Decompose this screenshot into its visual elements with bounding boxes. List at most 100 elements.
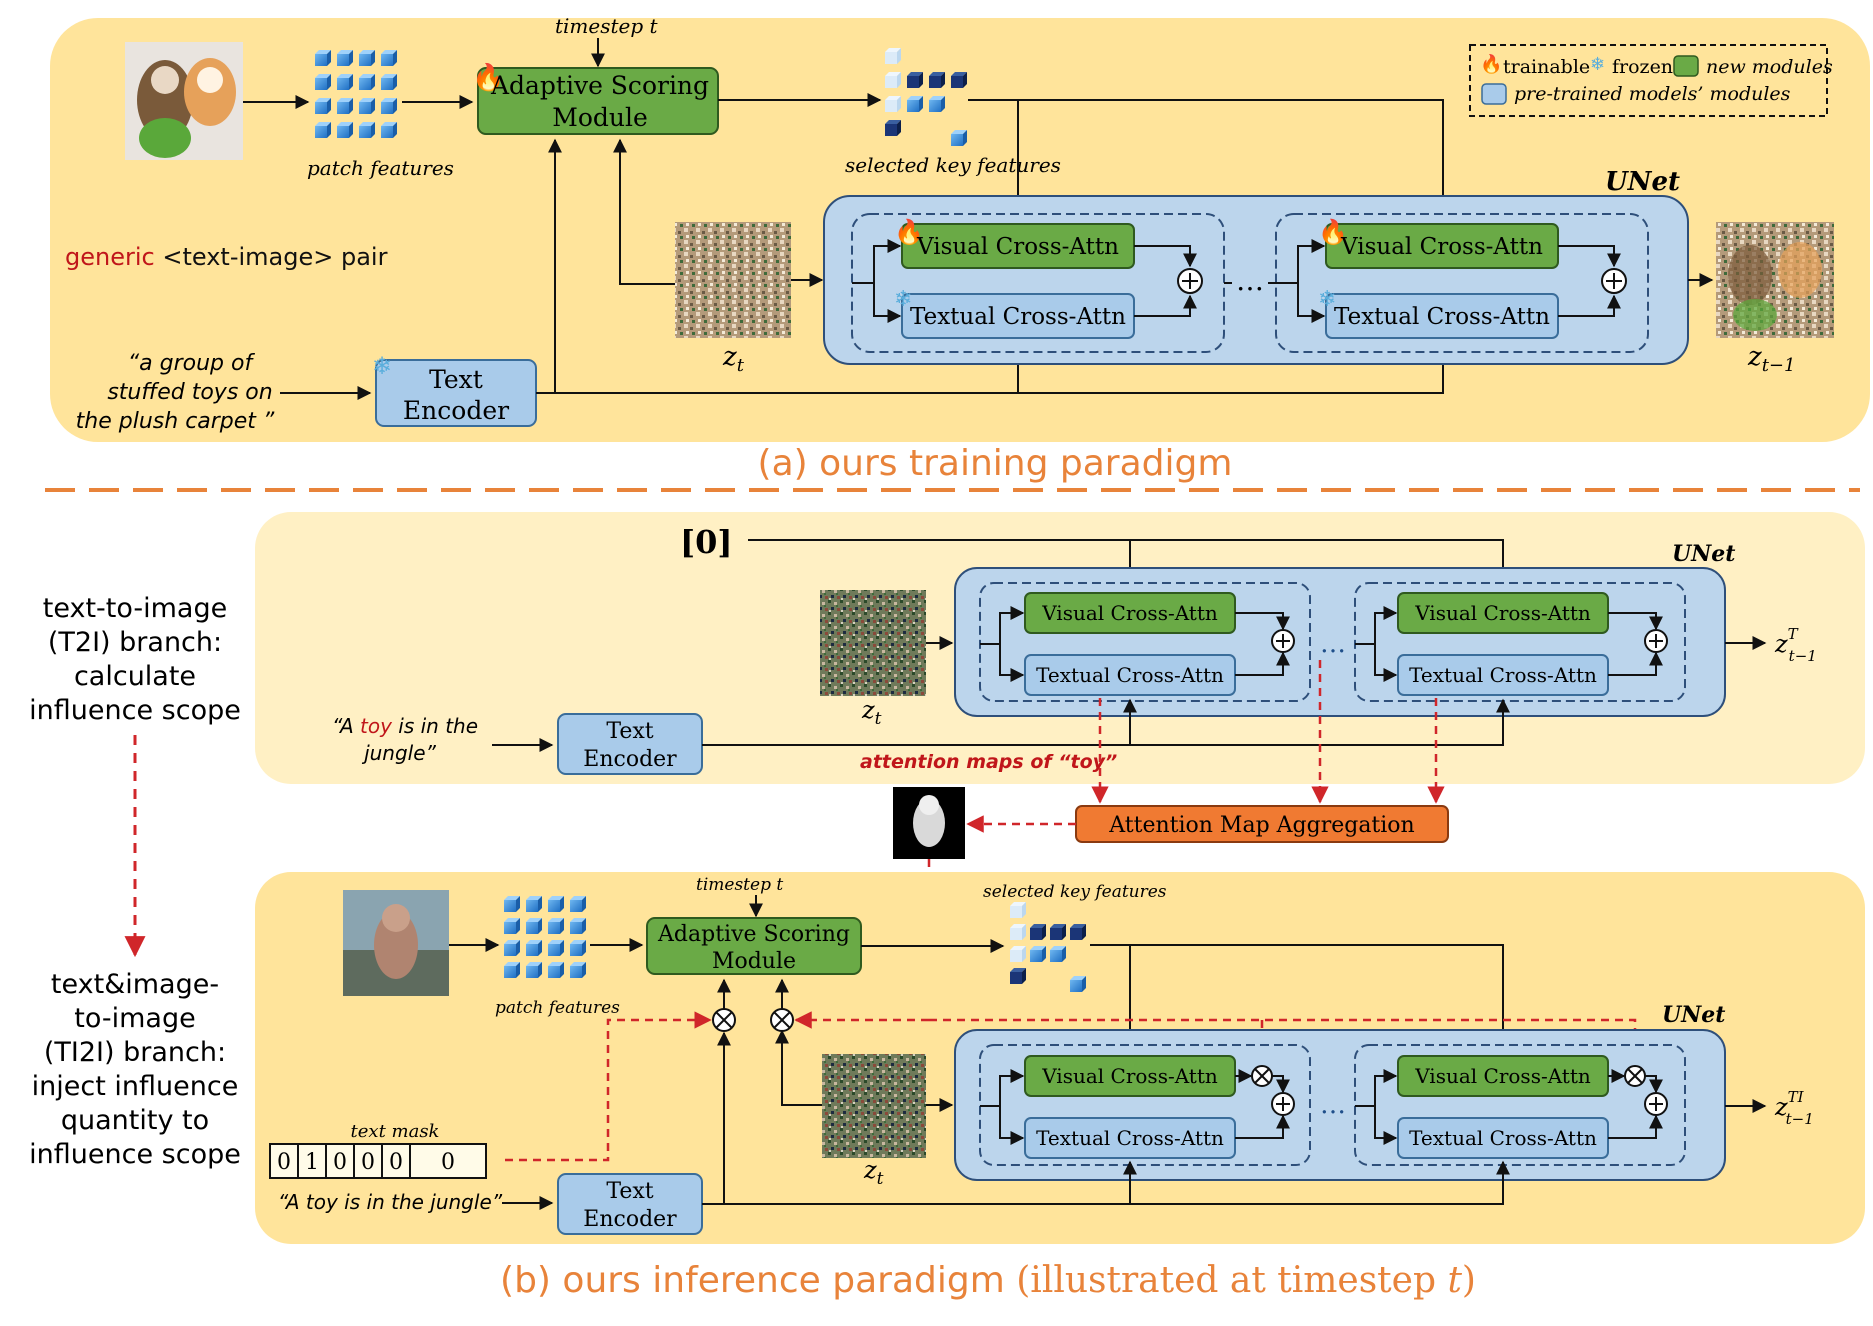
legend-pretrained: pre-trained models’ modules	[1514, 83, 1791, 105]
text-encoder-line1: Text	[429, 365, 483, 394]
legend-green-swatch	[1673, 55, 1699, 77]
timestep-label: timestep t	[696, 875, 783, 895]
textual-cross-attn-label: Textual Cross-Attn	[1409, 663, 1597, 687]
textual-cross-attn-label: Textual Cross-Attn	[1409, 1126, 1597, 1150]
attn-group-1	[851, 213, 1225, 353]
visual-cross-attn-label: Visual Cross-Attn	[1041, 601, 1218, 625]
text-encoder-line2: Encoder	[583, 747, 677, 772]
patch-features-label: patch features	[495, 998, 620, 1018]
text-mask-cell	[269, 1143, 299, 1179]
svg-text:(T2I) branch:: (T2I) branch:	[48, 627, 222, 658]
svg-text:text&image-: text&image-	[51, 969, 219, 1000]
legend-frozen: frozen	[1612, 56, 1673, 78]
text-mask-value: 0	[333, 1150, 347, 1175]
multiply-icon	[1251, 1065, 1273, 1087]
text-mask-value: 0	[361, 1150, 375, 1175]
visual-cross-attn-label: Visual Cross-Attn	[1340, 234, 1543, 260]
legend: 🔥 trainable ❄ frozen new modules pre-tra…	[1469, 44, 1833, 117]
svg-text:quantity to: quantity to	[61, 1105, 209, 1136]
training-prompt-line1: “a group of	[128, 351, 256, 376]
snowflake-icon: ❄	[1590, 54, 1605, 75]
zt-minus-1-label: zt−1	[1747, 342, 1795, 376]
unet-label: UNet	[1672, 541, 1735, 567]
denoised-image	[1716, 222, 1834, 338]
caption-inference: (b) ours inference paradigm (illustrated…	[500, 1260, 1476, 1301]
text-encoder-line1: Text	[606, 719, 653, 744]
ellipsis: …	[1236, 264, 1264, 297]
selected-key-features-label: selected key features	[983, 882, 1167, 902]
t2i-prompt-line1: “A toy is in the	[332, 714, 478, 738]
noisy-latent-zt	[822, 1054, 926, 1158]
noisy-latent-zt	[675, 222, 791, 338]
asm-label-line1: Adaptive Scoring	[657, 922, 850, 947]
attn-group-2	[1354, 1044, 1686, 1166]
sloth-image	[343, 890, 449, 996]
toys-image	[125, 42, 243, 160]
asm-label-line2: Module	[552, 103, 648, 132]
text-mask-value: 0	[441, 1150, 455, 1175]
noisy-latent-zt	[820, 590, 926, 696]
unet-label: UNet	[1662, 1002, 1725, 1028]
t2i-branch-label: text-to-image (T2I) branch: calculate in…	[29, 593, 241, 726]
svg-text:to-image: to-image	[74, 1003, 195, 1034]
svg-text:(TI2I) branch:: (TI2I) branch:	[44, 1037, 226, 1068]
text-encoder-line1: Text	[606, 1179, 653, 1204]
svg-text:inject influence: inject influence	[32, 1071, 239, 1102]
attn-group-1	[979, 582, 1311, 702]
generic-pair-label: generic <text-image> pair	[65, 243, 388, 271]
text-mask-value: 0	[277, 1150, 291, 1175]
ellipsis: …	[1320, 1090, 1346, 1120]
visual-cross-attn-label: Visual Cross-Attn	[916, 234, 1119, 260]
zt-label: zt	[722, 342, 745, 376]
zt-label: zt	[861, 696, 882, 729]
text-mask-cell	[409, 1143, 487, 1179]
svg-text:influence scope: influence scope	[29, 1139, 241, 1170]
training-prompt-line3: the plush carpet ”	[76, 409, 275, 434]
multiply-icon	[1624, 1065, 1646, 1087]
add-icon	[1177, 268, 1203, 294]
snowflake-icon: ❄	[894, 287, 912, 312]
ti2i-prompt: “A toy is in the jungle”	[278, 1190, 503, 1214]
multiply-icon	[770, 1008, 794, 1032]
textual-cross-attn-label: Textual Cross-Attn	[1334, 304, 1550, 330]
add-icon	[1644, 629, 1668, 653]
unet-label: UNet	[1605, 167, 1680, 197]
asm-label-line2: Module	[712, 949, 796, 974]
text-mask-cell	[325, 1143, 355, 1179]
add-icon	[1644, 1092, 1668, 1116]
snowflake-icon: ❄	[372, 352, 392, 380]
attn-group-1	[979, 1044, 1311, 1166]
ellipsis: …	[1320, 629, 1346, 659]
flame-icon: 🔥	[1480, 53, 1502, 75]
text-mask-value: 0	[389, 1150, 403, 1175]
training-prompt-line2: stuffed toys on	[107, 380, 272, 405]
patch-features-label: patch features	[307, 156, 454, 180]
visual-cross-attn-label: Visual Cross-Attn	[1414, 601, 1591, 625]
legend-new-modules: new modules	[1706, 56, 1833, 78]
attention-maps-label: attention maps of “toy”	[860, 751, 1117, 773]
text-encoder-line2: Encoder	[403, 396, 509, 425]
visual-cross-attn-label: Visual Cross-Attn	[1414, 1064, 1591, 1088]
t2i-prompt-line2: jungle”	[361, 741, 436, 765]
text-mask-cell	[353, 1143, 383, 1179]
snowflake-icon: ❄	[1318, 287, 1336, 312]
text-mask-cell	[381, 1143, 411, 1179]
text-mask-label: text mask	[351, 1121, 440, 1142]
asm-label-line1: Adaptive Scoring	[490, 71, 709, 100]
flame-icon: 🔥	[472, 62, 504, 93]
caption-training: (a) ours training paradigm	[758, 443, 1233, 484]
attn-group-2	[1275, 213, 1649, 353]
add-icon	[1271, 1092, 1295, 1116]
svg-text:text-to-image: text-to-image	[43, 593, 227, 624]
aggregation-label: Attention Map Aggregation	[1108, 813, 1414, 838]
add-icon	[1601, 268, 1627, 294]
svg-text:influence scope: influence scope	[29, 695, 241, 726]
legend-blue-swatch	[1481, 83, 1507, 105]
visual-cross-attn-label: Visual Cross-Attn	[1041, 1064, 1218, 1088]
zt-label: zt	[863, 1156, 884, 1189]
multiply-icon	[712, 1008, 736, 1032]
